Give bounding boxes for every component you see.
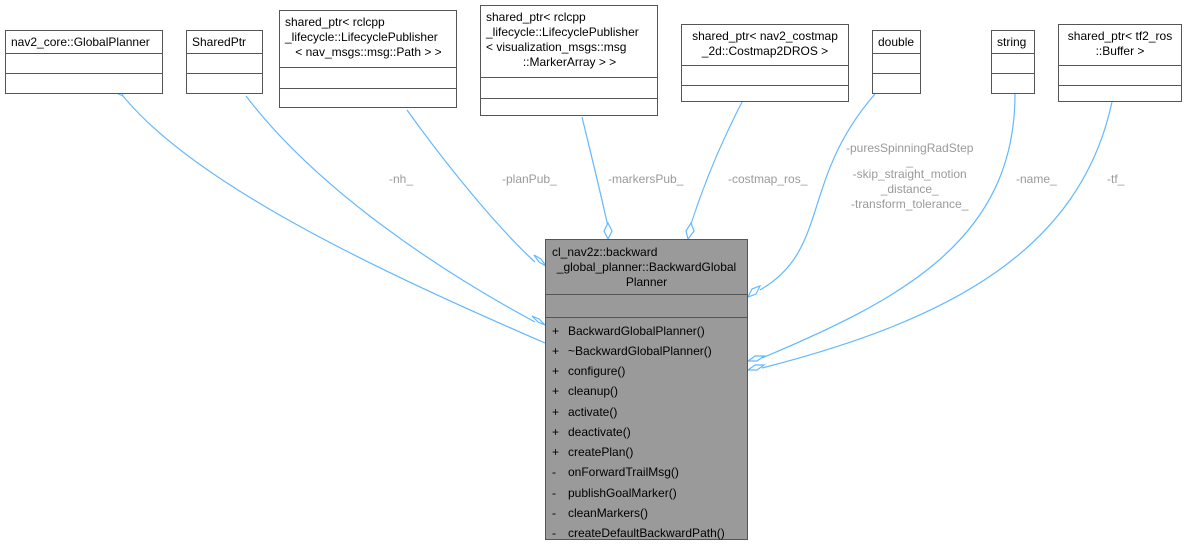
class-name-line: _2d::Costmap2DROS > bbox=[701, 44, 829, 58]
method-name: activate() bbox=[568, 404, 618, 419]
method-name: configure() bbox=[568, 364, 626, 379]
method-name: BackwardGlobalPlanner() bbox=[568, 323, 705, 338]
edge-nh bbox=[245, 95, 536, 323]
class-markers-publisher[interactable]: shared_ptr< rclcpp _lifecycle::Lifecycle… bbox=[480, 5, 658, 116]
class-name: string bbox=[997, 35, 1027, 49]
class-name-line: shared_ptr< rclcpp bbox=[486, 10, 586, 24]
method-name: onForwardTrailMsg() bbox=[568, 465, 679, 480]
method-row[interactable]: +configure() bbox=[552, 364, 626, 379]
diamond-nh bbox=[531, 315, 546, 326]
class-name: nav2_core::GlobalPlanner bbox=[11, 35, 150, 49]
class-global-planner[interactable]: nav2_core::GlobalPlanner bbox=[5, 30, 163, 94]
method-row[interactable]: -onForwardTrailMsg() bbox=[552, 465, 679, 480]
methods-section: +BackwardGlobalPlanner() +~BackwardGloba… bbox=[546, 317, 747, 544]
edge-label-costmap: -costmap_ros_ bbox=[728, 172, 808, 186]
method-row[interactable]: +activate() bbox=[552, 404, 618, 419]
edge-inherit-globalplanner bbox=[123, 96, 546, 344]
class-tf-buffer[interactable]: shared_ptr< tf2_ros ::Buffer > bbox=[1058, 24, 1182, 102]
class-backward-global-planner[interactable]: cl_nav2z::backward _global_planner::Back… bbox=[545, 239, 748, 540]
class-name-line: _lifecycle::LifecyclePublisher bbox=[486, 25, 639, 39]
method-name: publishGoalMarker() bbox=[568, 485, 677, 500]
edge-tf bbox=[761, 101, 1113, 369]
class-name-line: < nav_msgs::msg::Path > > bbox=[295, 45, 442, 59]
edge-label-double-fields: -puresSpinningRadStep _ -skip_straight_m… bbox=[846, 141, 974, 211]
class-name-line: shared_ptr< rclcpp bbox=[285, 15, 385, 29]
diamond-name bbox=[746, 355, 766, 362]
edge-costmap bbox=[689, 101, 743, 228]
method-name: cleanup() bbox=[568, 384, 619, 399]
diamond-planpub bbox=[533, 254, 547, 267]
class-name-line: shared_ptr< tf2_ros bbox=[1067, 29, 1173, 43]
method-row[interactable]: -cleanMarkers() bbox=[552, 505, 649, 520]
method-name: createDefaultBackwardPath() bbox=[568, 526, 725, 541]
class-name-line: cl_nav2z::backward bbox=[552, 245, 658, 259]
class-name: double bbox=[878, 35, 915, 49]
class-plan-publisher[interactable]: shared_ptr< rclcpp _lifecycle::Lifecycle… bbox=[279, 10, 457, 108]
class-name-line: Planner bbox=[625, 275, 668, 289]
edge-label-planpub: -planPub_ bbox=[502, 172, 557, 186]
attributes-section bbox=[546, 294, 747, 317]
method-row[interactable]: +cleanup() bbox=[552, 384, 619, 399]
diamond-markerspub bbox=[603, 221, 613, 241]
method-name: ~BackwardGlobalPlanner() bbox=[568, 343, 712, 358]
class-name-line: shared_ptr< nav2_costmap bbox=[692, 29, 838, 43]
class-double[interactable]: double bbox=[872, 30, 921, 94]
method-row[interactable]: +createPlan() bbox=[552, 445, 634, 460]
method-name: createPlan() bbox=[568, 445, 634, 460]
class-name-line: ::Buffer > bbox=[1095, 44, 1145, 58]
edge-label-tf: -tf_ bbox=[1107, 172, 1125, 186]
class-costmap[interactable]: shared_ptr< nav2_costmap _2d::Costmap2DR… bbox=[681, 24, 849, 102]
edge-double bbox=[759, 93, 876, 291]
edge-label-markerspub: -markersPub_ bbox=[608, 172, 684, 186]
edge-label-name: -name_ bbox=[1016, 172, 1057, 186]
class-name-line: < visualization_msgs::msg bbox=[486, 40, 627, 54]
diamond-costmap bbox=[685, 221, 695, 241]
method-row[interactable]: -publishGoalMarker() bbox=[552, 485, 677, 500]
diamond-double bbox=[746, 284, 762, 299]
class-name-line: _lifecycle::LifecyclePublisher bbox=[285, 30, 438, 44]
class-shared-ptr[interactable]: SharedPtr bbox=[186, 30, 263, 94]
edge-planpub bbox=[406, 109, 536, 263]
method-row[interactable]: -createDefaultBackwardPath() bbox=[552, 526, 725, 541]
diamond-tf bbox=[746, 364, 766, 371]
method-row[interactable]: +~BackwardGlobalPlanner() bbox=[552, 343, 712, 358]
class-string[interactable]: string bbox=[991, 30, 1035, 94]
method-name: cleanMarkers() bbox=[568, 505, 649, 520]
edge-name bbox=[761, 93, 1016, 359]
method-row[interactable]: +BackwardGlobalPlanner() bbox=[552, 323, 705, 338]
class-name-line: _global_planner::BackwardGlobal bbox=[556, 260, 737, 274]
class-name-line: ::MarkerArray > > bbox=[522, 55, 617, 69]
method-row[interactable]: +deactivate() bbox=[552, 424, 631, 439]
method-name: deactivate() bbox=[568, 424, 631, 439]
edge-label-nh: -nh_ bbox=[389, 172, 414, 186]
edge-markerspub bbox=[581, 116, 609, 228]
class-name: SharedPtr bbox=[192, 35, 247, 49]
